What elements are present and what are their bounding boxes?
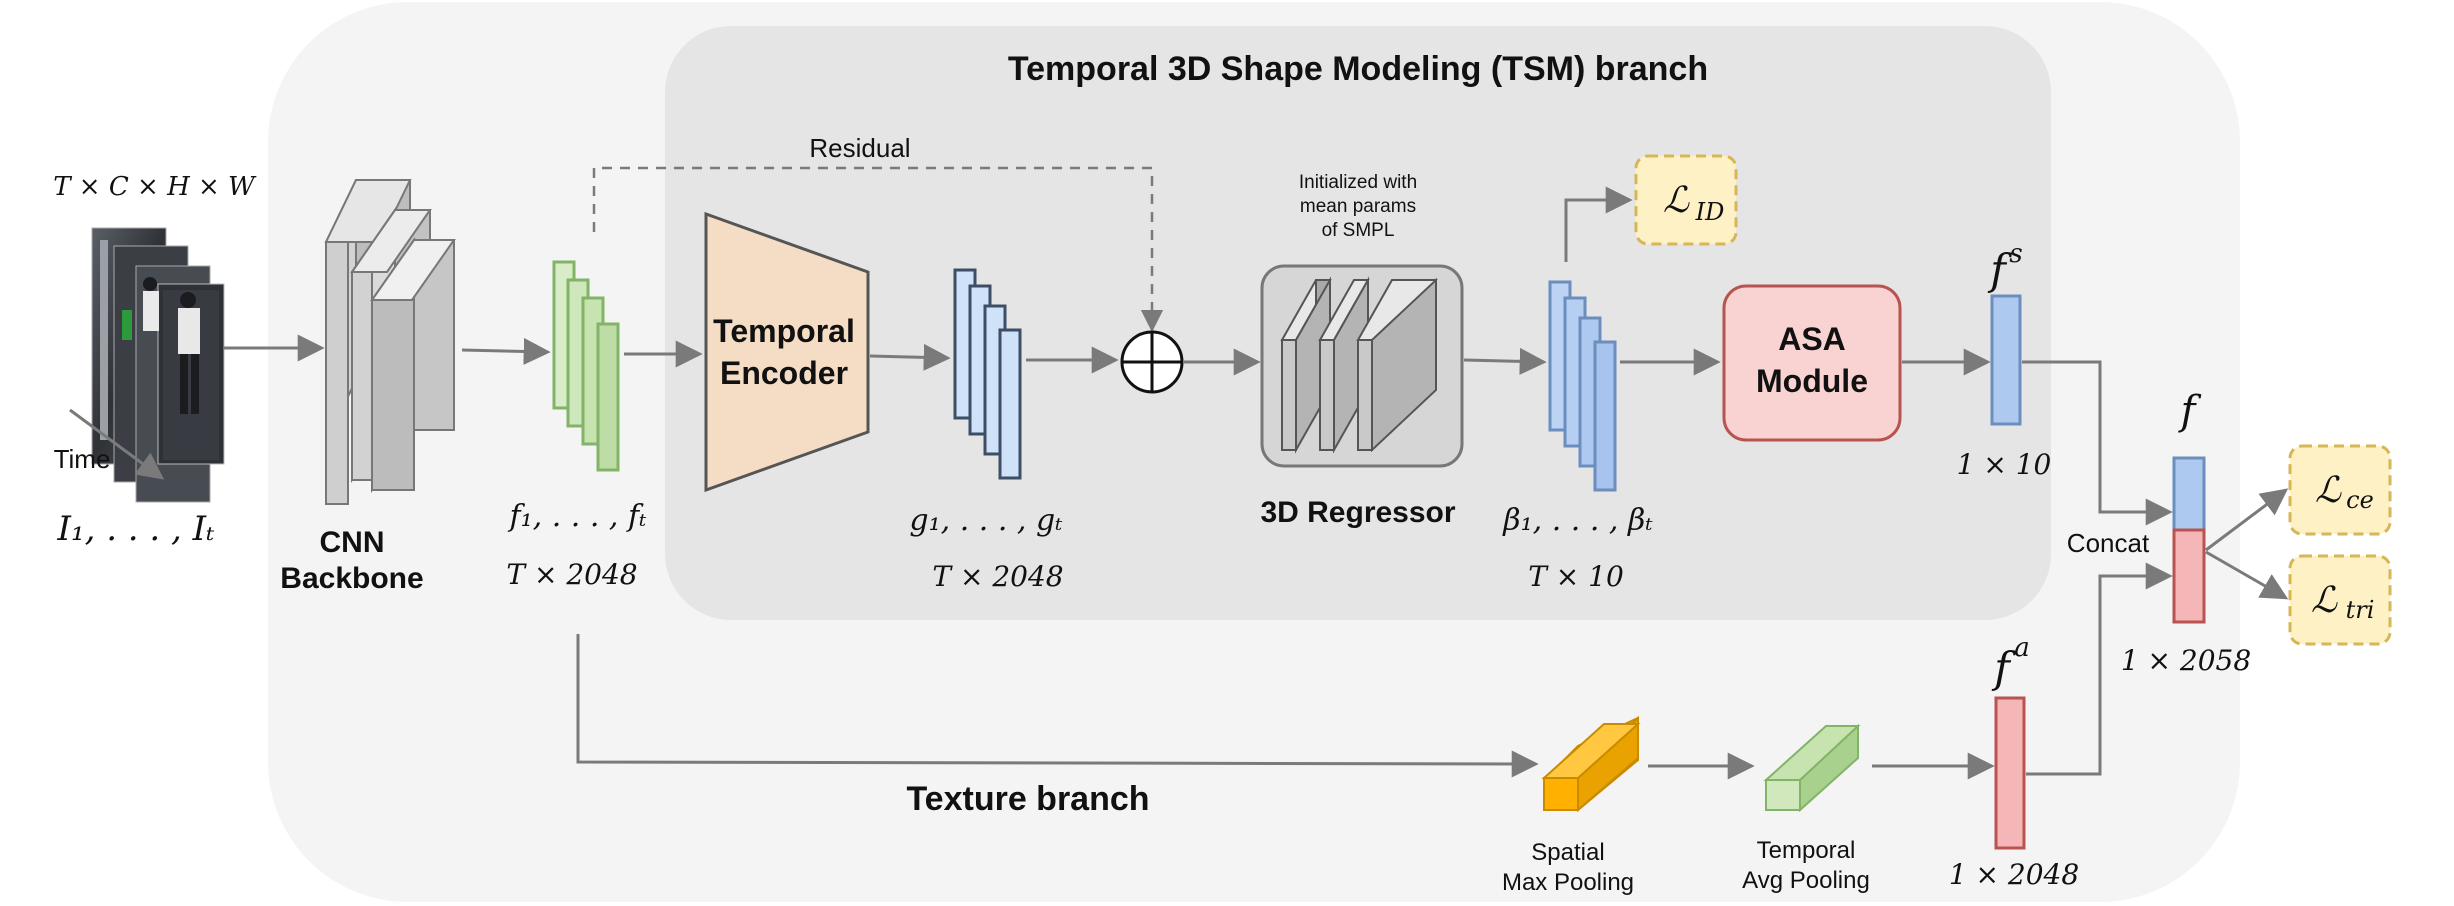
loss-ce-subscript: ce (2346, 486, 2374, 514)
fa-superscript: a (2014, 633, 2030, 663)
loss-id-label: ℒ (1663, 180, 1690, 221)
texture-branch-path (576, 634, 1539, 778)
temporal-encoder-label-line1: Temporal (713, 313, 855, 349)
loss-id-box (1634, 154, 1738, 246)
init-label-line2: mean params (1300, 196, 1416, 217)
temporal-avg-pooling-block (1763, 723, 1861, 813)
asa-label-line1: ASA (1778, 321, 1846, 357)
concat-label: Concat (2067, 528, 2150, 558)
arrow-beta-to-lid (1564, 186, 1633, 262)
loss-ce-box (2288, 444, 2392, 536)
concat-dims-label: 1 × 2058 (2121, 644, 2251, 677)
fs-superscript: s (2009, 239, 2022, 269)
beta-feature-bars (1548, 280, 1617, 492)
f-seq-label: f₁, . . . , fₜ (508, 499, 648, 534)
g-dims-label: T × 2048 (932, 560, 1063, 593)
cnn-label-line2: Backbone (280, 562, 423, 595)
g-seq-label: g₁, . . . , gₜ (909, 503, 1063, 538)
arrow-cnn-to-f (461, 337, 551, 365)
residual-sum-node (1120, 330, 1184, 394)
texture-branch-label: Texture branch (906, 780, 1149, 818)
concat-bar-appearance (2172, 528, 2206, 624)
cnn-label-line1: CNN (320, 526, 385, 559)
input-dims-label: T × C × H × W (53, 172, 257, 202)
arrow-fa-to-concat (2026, 562, 2173, 776)
loss-tri-box (2288, 554, 2392, 646)
loss-tri-subscript: tri (2346, 596, 2375, 624)
concat-bar-shape (2172, 456, 2206, 532)
fs-dims-label: 1 × 10 (1957, 448, 2052, 481)
beta-dims-label: T × 10 (1528, 560, 1624, 593)
arrow-fs-to-concat (2022, 360, 2173, 526)
fs-bar (1990, 294, 2022, 426)
temporal-encoder-block (704, 211, 870, 493)
f-dims-label: T × 2048 (506, 558, 637, 591)
residual-path (592, 166, 1164, 333)
asa-module-block (1722, 284, 1902, 442)
regressor-layers (1280, 276, 1438, 454)
beta-seq-label: β₁, . . . , βₜ (1502, 503, 1653, 538)
cnn-backbone-block (324, 179, 456, 505)
fa-bar (1994, 696, 2026, 850)
asa-label-line2: Module (1756, 363, 1868, 399)
arrow-regressor-to-beta (1463, 347, 1547, 375)
spatial-label-line2: Max Pooling (1502, 869, 1634, 896)
loss-id-subscript: ID (1695, 198, 1725, 226)
temporal-pool-label-line1: Temporal (1757, 837, 1856, 864)
spatial-label-line1: Spatial (1531, 839, 1604, 866)
f-feature-bars (552, 260, 620, 472)
fa-dims-label: 1 × 2048 (1949, 858, 2079, 891)
loss-tri-label: ℒ (2311, 580, 2338, 621)
temporal-pool-label-line2: Avg Pooling (1742, 867, 1870, 894)
arrow-encoder-to-g (869, 343, 951, 371)
temporal-encoder-label-line2: Encoder (720, 355, 848, 391)
g-feature-bars (953, 268, 1022, 480)
arrow-concat-to-lce (2205, 488, 2289, 552)
init-label-line1: Initialized with (1299, 172, 1417, 193)
time-label: Time (54, 444, 111, 474)
loss-ce-label: ℒ (2315, 470, 2342, 511)
residual-label: Residual (809, 133, 910, 163)
regressor-label: 3D Regressor (1260, 496, 1455, 529)
arrow-concat-to-ltri (2205, 550, 2289, 600)
tsm-branch-title: Temporal 3D Shape Modeling (TSM) branch (1008, 50, 1708, 88)
init-label-line3: of SMPL (1322, 220, 1395, 241)
time-arrow (69, 408, 165, 480)
input-frames-label: I₁, . . . , Iₜ (57, 509, 216, 549)
spatial-max-pooling-block (1541, 715, 1641, 813)
input-frames (91, 227, 225, 503)
